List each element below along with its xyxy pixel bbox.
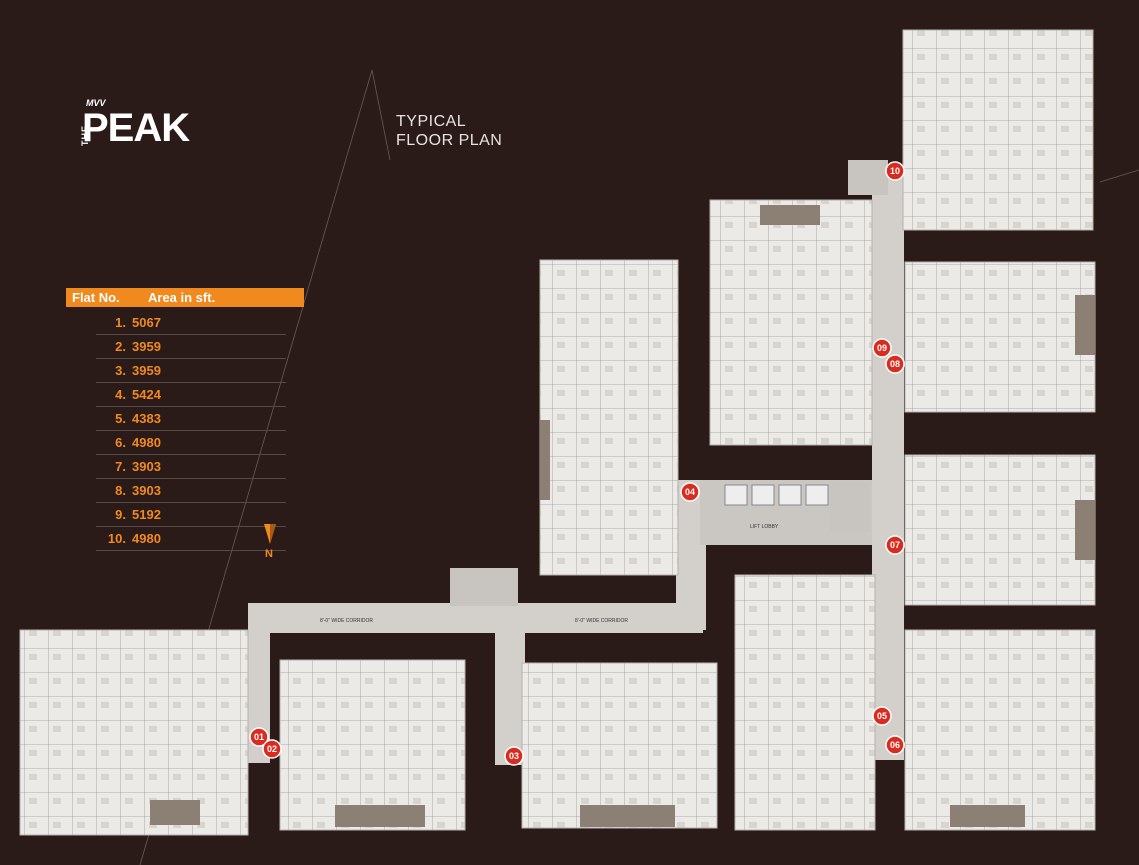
table-row: 9.5192	[96, 504, 286, 527]
lift-lobby-label: LIFT LOBBY	[750, 524, 779, 530]
svg-text:03: 03	[509, 751, 519, 761]
marker-08	[885, 354, 905, 374]
north-arrow: N	[262, 524, 278, 564]
flat-9	[709, 199, 873, 446]
table-row: 3.3959	[96, 360, 286, 383]
corridor-label: 8'-0" WIDE CORRIDOR	[320, 618, 373, 624]
svg-text:08: 08	[890, 359, 900, 369]
flat-1	[19, 629, 249, 836]
table-row: 5.4383	[96, 408, 286, 431]
flat-7	[904, 454, 1096, 606]
table-row: 2.3959	[96, 336, 286, 359]
north-label: N	[265, 548, 273, 560]
header-flat: Flat No.	[72, 290, 120, 305]
svg-text:01: 01	[254, 732, 264, 742]
flat-5	[734, 574, 876, 831]
svg-text:09: 09	[877, 343, 887, 353]
table-row: 8.3903	[96, 480, 286, 503]
marker-07	[885, 535, 905, 555]
marker-06	[885, 735, 905, 755]
table-row: 10.4980	[96, 528, 286, 551]
header-area: Area in sft.	[148, 290, 216, 305]
svg-text:10: 10	[890, 166, 900, 176]
svg-text:8'-0" WIDE CORRIDOR: 8'-0" WIDE CORRIDOR	[575, 618, 628, 624]
corridor	[248, 603, 703, 633]
flat-3	[521, 662, 718, 829]
marker-03	[504, 746, 524, 766]
brand-peak: PEAK	[82, 106, 190, 150]
table-row: 1.5067	[96, 312, 286, 335]
svg-text:07: 07	[890, 540, 900, 550]
staircase	[450, 568, 518, 606]
brand-logo: MVV THE PEAK	[78, 98, 228, 160]
svg-text:02: 02	[267, 744, 277, 754]
title-line2: FLOOR PLAN	[396, 132, 503, 149]
marker-05	[872, 706, 892, 726]
page-title: TYPICAL FLOOR PLAN	[396, 112, 502, 150]
brand-mvv: MVV	[86, 98, 106, 108]
marker-02	[262, 739, 282, 759]
flat-2	[279, 659, 466, 831]
marker-09	[872, 338, 892, 358]
flat-6	[904, 629, 1096, 831]
area-table-header: Flat No. Area in sft.	[66, 288, 304, 307]
svg-text:05: 05	[877, 711, 887, 721]
flat-8	[904, 261, 1096, 413]
svg-text:06: 06	[890, 740, 900, 750]
flat-10	[902, 29, 1094, 231]
marker-04	[680, 482, 700, 502]
table-row: 7.3903	[96, 456, 286, 479]
title-line1: TYPICAL	[396, 113, 467, 130]
marker-10	[885, 161, 905, 181]
table-row: 4.5424	[96, 384, 286, 407]
flat-4	[539, 259, 679, 576]
svg-text:04: 04	[685, 487, 695, 497]
marker-01	[249, 727, 269, 747]
north-arrow-icon	[264, 524, 276, 544]
table-row: 6.4980	[96, 432, 286, 455]
